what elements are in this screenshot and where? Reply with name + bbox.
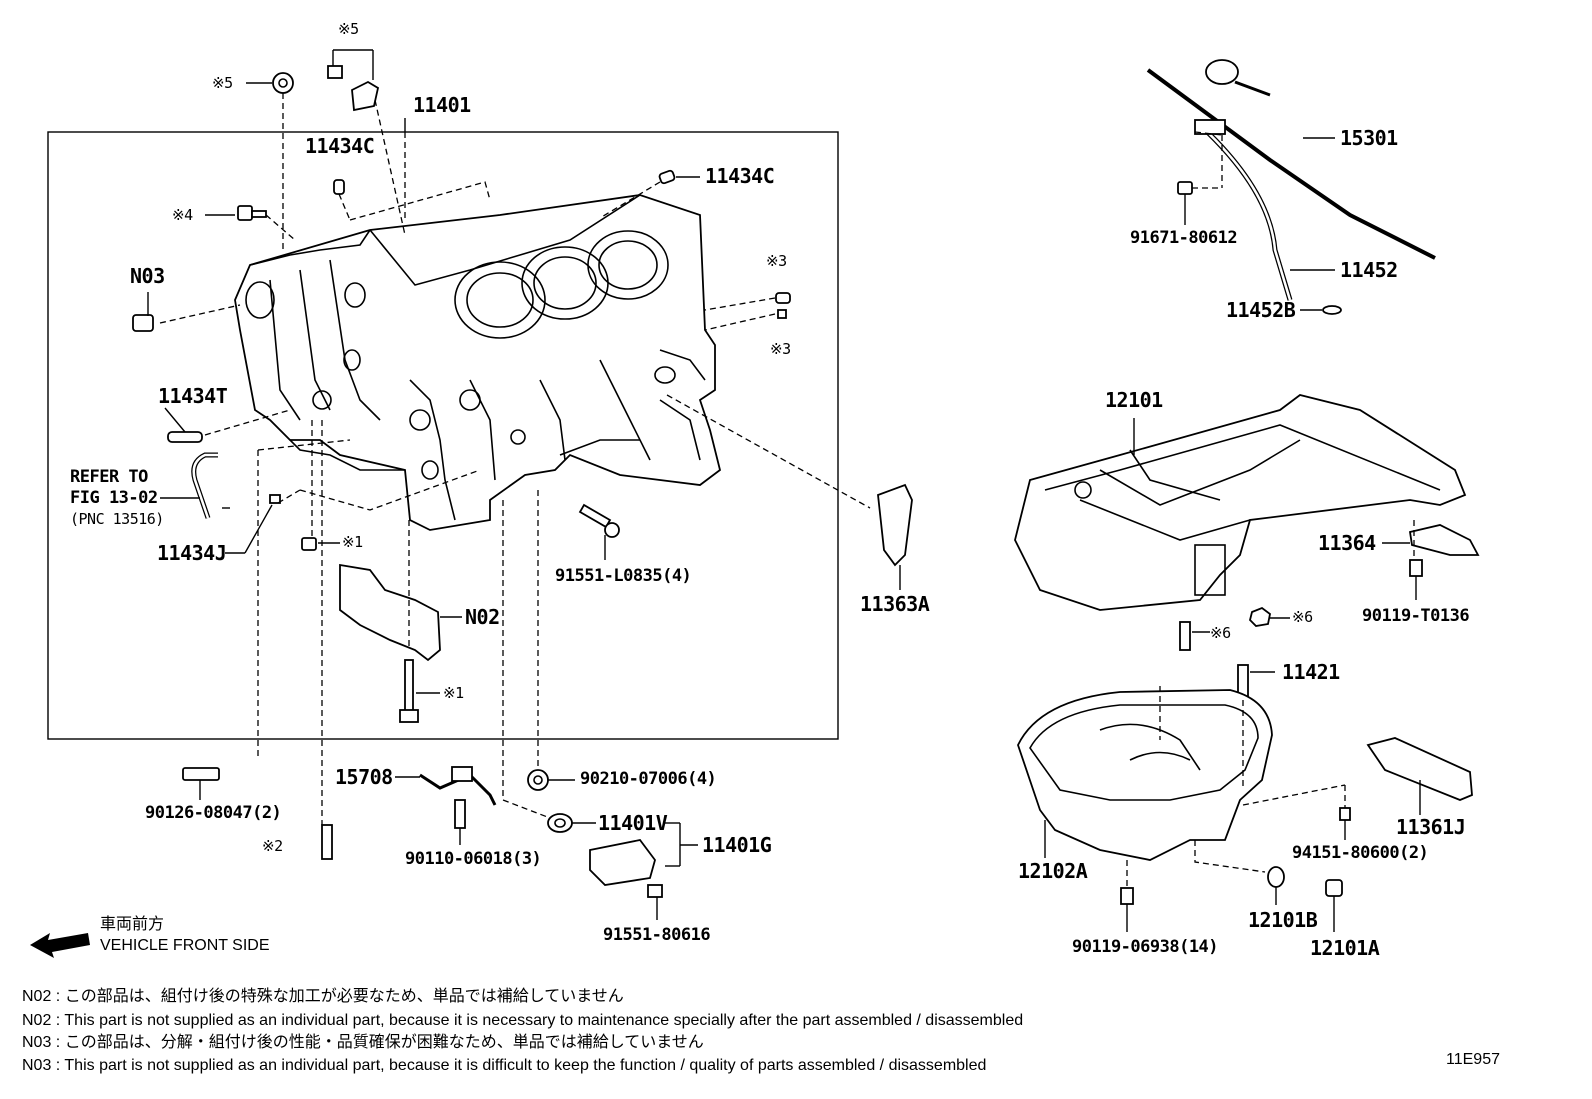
- part-12101a[interactable]: 12101A: [1310, 936, 1380, 960]
- refer-line-1: REFER TO: [70, 467, 148, 487]
- part-91551-l0835[interactable]: 91551-L0835(4): [555, 566, 692, 586]
- assembly-frame: [47, 131, 839, 740]
- part-n02[interactable]: N02: [465, 605, 500, 629]
- part-11401v[interactable]: 11401V: [598, 811, 668, 835]
- ref-mark-1-a: ※1: [342, 533, 363, 551]
- part-11434j[interactable]: 11434J: [157, 541, 227, 565]
- part-11401g[interactable]: 11401G: [702, 833, 772, 857]
- ref-mark-6-b: ※6: [1210, 624, 1231, 642]
- part-12101b[interactable]: 12101B: [1248, 908, 1318, 932]
- part-90110-06018[interactable]: 90110-06018(3): [405, 849, 542, 869]
- ref-mark-5-left: ※5: [212, 74, 233, 92]
- refer-line-2[interactable]: FIG 13-02: [70, 488, 158, 508]
- note-n03-jp: N03 : この部品は、分解・組付け後の性能・品質確保が困難なため、単品では補給…: [22, 1034, 704, 1051]
- note-n03-en: N03 : This part is not supplied as an in…: [22, 1057, 987, 1074]
- part-15708[interactable]: 15708: [335, 765, 393, 789]
- part-n03[interactable]: N03: [130, 264, 165, 288]
- note-n02-en: N02 : This part is not supplied as an in…: [22, 1012, 1024, 1029]
- ref-mark-1-b: ※1: [443, 684, 464, 702]
- lower-oil-pan-drawing: [1017, 689, 1273, 861]
- part-11421[interactable]: 11421: [1282, 660, 1340, 684]
- part-11361j[interactable]: 11361J: [1396, 815, 1466, 839]
- part-11452[interactable]: 11452: [1340, 258, 1398, 282]
- part-11363a[interactable]: 11363A: [860, 592, 930, 616]
- part-11434c-right[interactable]: 11434C: [705, 164, 775, 188]
- part-90119-t0136[interactable]: 90119-T0136: [1362, 606, 1470, 626]
- ref-mark-6-a: ※6: [1292, 608, 1313, 626]
- part-91551-80616[interactable]: 91551-80616: [603, 925, 711, 945]
- part-90119-06938[interactable]: 90119-06938(14): [1072, 937, 1219, 957]
- refer-line-3: (PNC 13516): [70, 510, 164, 528]
- part-15301[interactable]: 15301: [1340, 126, 1398, 150]
- part-12101[interactable]: 12101: [1105, 388, 1163, 412]
- ref-mark-2: ※2: [262, 837, 283, 855]
- part-91671-80612[interactable]: 91671-80612: [1130, 228, 1238, 248]
- ref-mark-4: ※4: [172, 206, 193, 224]
- part-11401[interactable]: 11401: [413, 93, 471, 117]
- front-arrow-icon: [30, 933, 90, 958]
- part-90210-07006[interactable]: 90210-07006(4): [580, 769, 717, 789]
- part-94151-80600[interactable]: 94151-80600(2): [1292, 843, 1429, 863]
- vehicle-front-jp: 車両前方: [100, 916, 165, 933]
- part-12102a[interactable]: 12102A: [1018, 859, 1088, 883]
- ref-mark-3-top: ※3: [766, 252, 787, 270]
- figure-code: 11E957: [1446, 1051, 1500, 1068]
- cylinder-block-drawing: [234, 194, 722, 531]
- ref-mark-3-bottom: ※3: [770, 340, 791, 358]
- part-11364[interactable]: 11364: [1318, 531, 1376, 555]
- upper-oil-pan-drawing: [1014, 394, 1467, 611]
- vehicle-front-en: VEHICLE FRONT SIDE: [100, 937, 270, 954]
- part-90126-08047[interactable]: 90126-08047(2): [145, 803, 282, 823]
- part-11434t[interactable]: 11434T: [158, 384, 228, 408]
- part-11452b[interactable]: 11452B: [1226, 298, 1296, 322]
- part-11434c-left[interactable]: 11434C: [305, 134, 375, 158]
- note-n02-jp: N02 : この部品は、組付け後の特殊な加工が必要なため、単品では補給していませ…: [22, 988, 624, 1005]
- ref-mark-5-top: ※5: [338, 20, 359, 38]
